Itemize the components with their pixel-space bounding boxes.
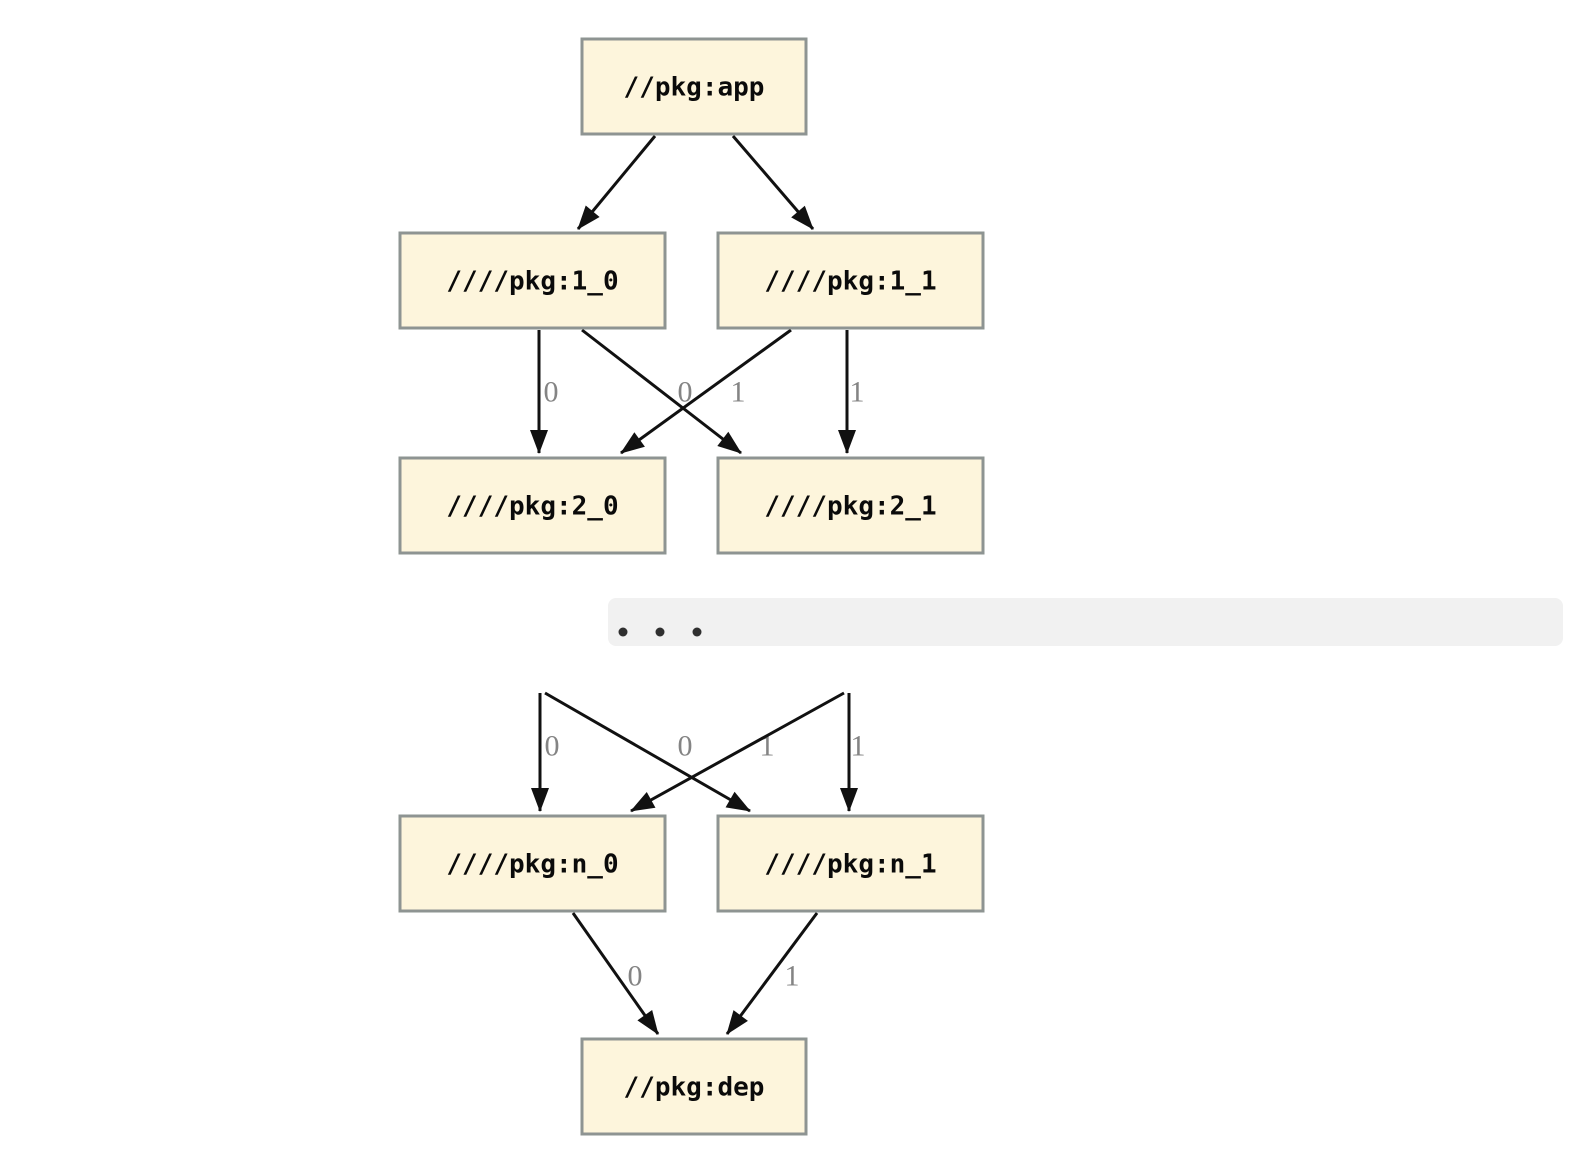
edge-ellipsis-to-n_1 xyxy=(544,691,751,813)
ellipsis-band xyxy=(608,598,1563,646)
edge-label-1_1-to-2_0: 0 xyxy=(678,376,693,409)
node-box-2_0 xyxy=(398,456,667,555)
edge-label-1_0-to-2_1: 1 xyxy=(731,376,746,409)
node-1_0: ////pkg:1_0 xyxy=(398,231,667,330)
node-dep: //pkg:dep xyxy=(580,1037,808,1136)
node-n_0: ////pkg:n_0 xyxy=(398,814,667,913)
node-2_1: ////pkg:2_1 xyxy=(716,456,985,555)
edge-app-to-1_0 xyxy=(576,135,657,230)
node-box-1_0 xyxy=(398,231,667,330)
ellipsis-dot xyxy=(692,627,702,637)
node-box-dep xyxy=(580,1037,808,1136)
edge-label-n_0-to-dep: 0 xyxy=(628,960,643,993)
node-box-1_1 xyxy=(716,231,985,330)
node-box-app xyxy=(580,37,808,136)
node-label-1_1: ////pkg:1_1 xyxy=(764,267,936,297)
node-label-app: //pkg:app xyxy=(624,73,765,103)
nodes-layer: //pkg:app ////pkg:1_0 ////pkg:1_1 ////pkg:2… xyxy=(398,37,985,1136)
node-label-1_0: ////pkg:1_0 xyxy=(446,267,618,297)
edge-label-1_1-to-2_1: 1 xyxy=(850,376,865,409)
node-label-2_1: ////pkg:2_1 xyxy=(764,492,936,522)
node-2_0: ////pkg:2_0 xyxy=(398,456,667,555)
edge-label-ellipsis-to-n_1: 1 xyxy=(851,730,866,763)
node-label-n_0: ////pkg:n_0 xyxy=(446,850,618,880)
edge-n_0-to-dep xyxy=(571,912,660,1035)
ellipsis-dot xyxy=(655,627,665,637)
node-label-dep: //pkg:dep xyxy=(624,1073,765,1103)
node-box-n_0 xyxy=(398,814,667,913)
node-1_1: ////pkg:1_1 xyxy=(716,231,985,330)
node-n_1: ////pkg:n_1 xyxy=(716,814,985,913)
edge-1_1-to-2_0 xyxy=(620,328,792,455)
node-label-n_1: ////pkg:n_1 xyxy=(764,850,936,880)
edge-label-ellipsis-to-n_0: 0 xyxy=(545,730,560,763)
edge-label-1_0-to-2_0: 0 xyxy=(544,376,559,409)
edge-n_1-to-dep xyxy=(725,912,819,1035)
edge-1_0-to-2_1 xyxy=(581,328,742,455)
node-box-2_1 xyxy=(716,456,985,555)
ellipsis-dot xyxy=(618,627,628,637)
edge-ellipsis-to-n_0 xyxy=(630,691,845,813)
edge-label-n_1-to-dep: 1 xyxy=(785,960,800,993)
edge-app-to-1_1 xyxy=(731,135,815,230)
edge-label-ellipsis-to-n_0: 0 xyxy=(678,730,693,763)
node-box-n_1 xyxy=(716,814,985,913)
node-app: //pkg:app xyxy=(580,37,808,136)
node-label-2_0: ////pkg:2_0 xyxy=(446,492,618,522)
ellipsis-band-layer xyxy=(608,598,1563,646)
